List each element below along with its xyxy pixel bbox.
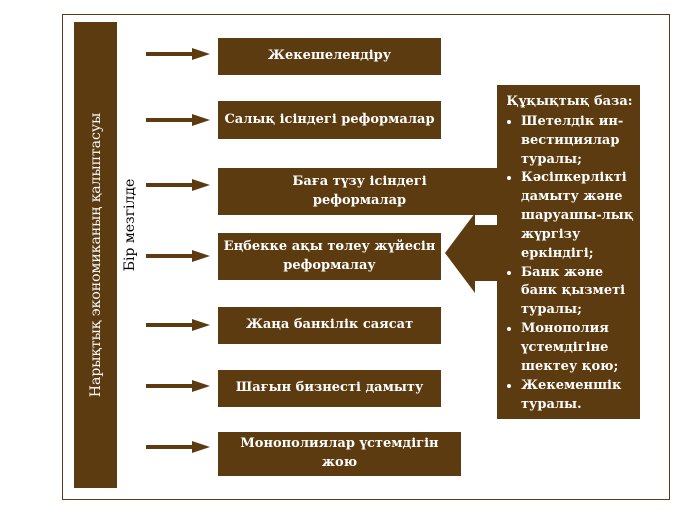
diagram-frame	[62, 14, 670, 500]
legal-item: Шетелдік ин-вестициялар туралы;	[521, 113, 634, 170]
arrow-icon	[146, 179, 210, 191]
reform-box: Салық ісіндегі реформалар	[218, 101, 441, 139]
arrow-icon	[146, 250, 210, 262]
legal-item: Кәсіпкерлікті дамыту және шаруашы-лық жү…	[521, 169, 634, 263]
reform-box: Жаңа банкілік саясат	[218, 307, 441, 344]
legal-base-title: Құқықтық база:	[506, 94, 633, 109]
legal-item: Монополия үстемдігіне шектеу қою;	[521, 320, 634, 377]
market-economy-label: Нарықтық экономиканың қалыптасуы	[87, 112, 104, 398]
arrow-icon	[146, 48, 210, 60]
legal-item: Жекеменшік туралы.	[521, 377, 634, 415]
simultaneously-label: Бір мезгілде	[122, 179, 138, 272]
legal-item: Банк және банк қызметі туралы;	[521, 264, 634, 321]
arrow-icon	[146, 319, 210, 331]
market-economy-bar: Нарықтық экономиканың қалыптасуы	[74, 22, 117, 488]
arrow-icon	[146, 114, 210, 126]
reform-box: Монополиялар үстемдігін жою	[218, 432, 461, 476]
arrow-icon	[146, 380, 210, 392]
reform-box: Шағын бизнесті дамыту	[218, 370, 441, 407]
simultaneously-text: Бір мезгілде	[122, 178, 138, 272]
big-left-arrow-icon	[445, 213, 499, 293]
legal-base-box: Құқықтық база: Шетелдік ин-вестициялар т…	[497, 85, 640, 419]
reform-box: Еңбекке ақы төлеу жүйесін реформалау	[218, 233, 441, 280]
reform-box: Баға түзу ісіндегі реформалар	[218, 168, 501, 215]
arrow-icon	[146, 441, 210, 453]
reform-box: Жекешелендіру	[218, 38, 441, 75]
